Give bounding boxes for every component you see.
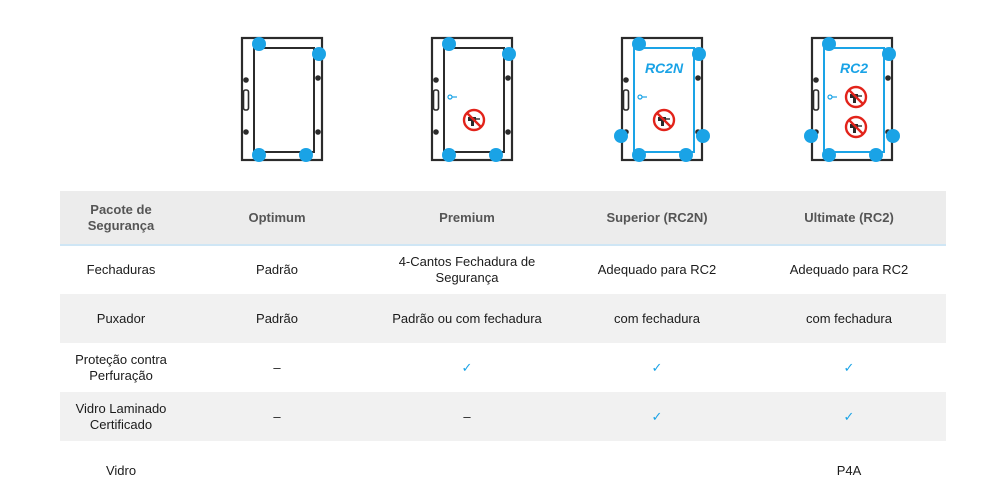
cell-optimum-none: –	[273, 359, 281, 375]
locking-point-icon	[882, 47, 896, 61]
row-label: Proteção contra Perfuração	[75, 351, 167, 383]
locking-point-icon	[489, 148, 503, 162]
cell-premium	[372, 441, 562, 500]
cell-premium: 4-Cantos Fechadura de Segurança	[398, 254, 536, 285]
cell-optimum: Padrão	[256, 262, 298, 277]
cell-optimum	[182, 441, 372, 500]
handle-icon	[812, 89, 820, 111]
handle-icon	[622, 89, 630, 111]
table-row-fechaduras: Fechaduras Padrão 4-Cantos Fechadura de Se…	[60, 245, 946, 294]
window-frame-icon: RC2N	[614, 36, 710, 162]
cell-ultimate: com fechadura	[752, 294, 946, 343]
frame-outline	[430, 36, 514, 162]
cell-superior	[562, 441, 752, 500]
cell-superior: Adequado para RC2	[597, 262, 717, 277]
locking-point-icon	[299, 148, 313, 162]
sash-outline	[253, 47, 315, 153]
locking-point-icon	[822, 37, 836, 51]
row-label: Vidro Laminado Certificado	[60, 392, 182, 441]
cell-ultimate: Adequado para RC2	[789, 262, 909, 277]
package-rating-label: RC2N	[645, 60, 684, 76]
table-row-protecao-perfuracao: Proteção contra Perfuração – ✓ ✓ ✓	[60, 343, 946, 392]
locking-point-icon	[804, 129, 818, 143]
locking-point-icon	[632, 37, 646, 51]
check-icon: ✓	[651, 359, 663, 375]
locking-point-icon	[312, 47, 326, 61]
header-superior: Superior (RC2N)	[562, 191, 752, 246]
frame-outline	[620, 36, 704, 162]
table-header-row: Pacote de Segurança Optimum Premium Supe…	[60, 191, 946, 246]
cell-ultimate: P4A	[836, 463, 862, 478]
locking-point-icon	[502, 47, 516, 61]
row-label: Fechaduras	[86, 262, 156, 277]
window-frame-icon	[430, 36, 516, 162]
locking-point-icon	[614, 129, 628, 143]
ultimate-window-icon: RC2	[754, 20, 944, 180]
check-icon: ✓	[752, 392, 946, 441]
check-icon: ✓	[562, 392, 752, 441]
cell-superior: com fechadura	[562, 294, 752, 343]
frame-outline	[240, 36, 324, 162]
package-rating-label: RC2	[840, 60, 868, 76]
locking-point-icon	[252, 148, 266, 162]
window-frame-icon	[240, 36, 326, 162]
cell-optimum: Padrão	[182, 294, 372, 343]
header-premium: Premium	[372, 191, 562, 246]
optimum-window-icon	[184, 20, 374, 180]
check-icon: ✓	[843, 359, 855, 375]
sash-outline	[443, 47, 505, 153]
package-icons-row: RC2N RC2	[0, 20, 1000, 180]
locking-point-icon	[442, 37, 456, 51]
row-label: Puxador	[60, 294, 182, 343]
locking-point-icon	[696, 129, 710, 143]
superior-window-icon: RC2N	[564, 20, 754, 180]
window-frame-icon: RC2	[804, 36, 900, 162]
locking-point-icon	[692, 47, 706, 61]
locking-point-icon	[886, 129, 900, 143]
cell-premium-none: –	[372, 392, 562, 441]
header-package: Pacote de Segurança	[60, 191, 182, 246]
no-drill-icon	[844, 85, 868, 109]
row-label: Vidro	[105, 463, 137, 478]
locking-point-icon	[442, 148, 456, 162]
cell-premium: Padrão ou com fechadura	[372, 294, 562, 343]
no-drill-icon	[844, 115, 868, 139]
locking-point-icon	[869, 148, 883, 162]
no-drill-icon	[462, 108, 486, 132]
handle-icon	[242, 89, 250, 111]
premium-window-icon	[374, 20, 564, 180]
locking-point-icon	[252, 37, 266, 51]
locking-point-icon	[822, 148, 836, 162]
header-ultimate: Ultimate (RC2)	[752, 191, 946, 246]
no-drill-icon	[652, 108, 676, 132]
cell-optimum-none: –	[182, 392, 372, 441]
sash-outline	[823, 47, 885, 153]
header-optimum: Optimum	[182, 191, 372, 246]
locking-point-icon	[632, 148, 646, 162]
table-row-vidro-laminado: Vidro Laminado Certificado––✓✓	[60, 392, 946, 441]
check-icon: ✓	[461, 359, 473, 375]
locking-point-icon	[679, 148, 693, 162]
security-package-comparison-table: Pacote de Segurança Optimum Premium Supe…	[60, 191, 946, 500]
sash-outline	[633, 47, 695, 153]
table-row-vidro: Vidro P4A	[60, 441, 946, 500]
handle-icon	[432, 89, 440, 111]
